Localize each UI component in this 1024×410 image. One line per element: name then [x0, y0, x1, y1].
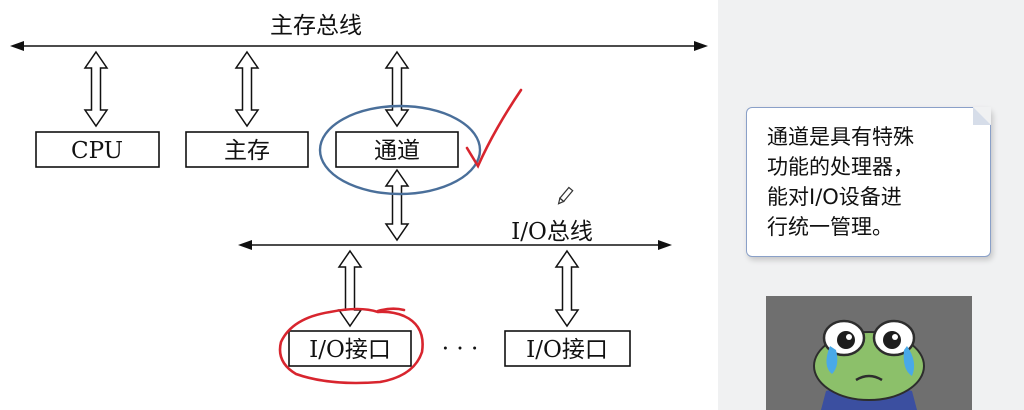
main-memory-label: 主存 [224, 138, 270, 164]
io-bus-left-arrowhead [238, 240, 252, 250]
io-bus-right-arrowhead [658, 240, 672, 250]
crying-frog-sticker [766, 296, 972, 410]
io-interface-label-2: I/O接口 [526, 337, 608, 363]
main-memory-box [185, 131, 309, 168]
cpu-label: CPU [71, 138, 123, 164]
io-interface-box-2 [504, 330, 631, 367]
io-bus-label: I/O总线 [511, 219, 593, 245]
note-corner-fold [973, 107, 991, 125]
io-circle-tail [376, 307, 406, 313]
io-interface-box [288, 330, 412, 367]
main-bus [10, 41, 708, 51]
cpu-bus-arrow [83, 50, 109, 128]
cpu-box [35, 131, 160, 168]
diagram-canvas: 主存总线 I/O总线 CPU 主存 通道 I/O接口 I/O接口 · · · [0, 0, 718, 410]
crying-frog-icon [766, 296, 972, 410]
channel-label: 通道 [374, 138, 420, 164]
main-bus-label: 主存总线 [270, 13, 362, 39]
note-text: 通道是具有特殊 功能的处理器， 能对I/O设备进 行统一管理。 [767, 125, 914, 239]
check-mark [465, 88, 523, 169]
io-interface-highlight-circle [278, 307, 424, 385]
main-bus-right-arrowhead [694, 41, 708, 51]
main-bus-left-arrowhead [10, 41, 24, 51]
pencil-icon [557, 186, 574, 205]
bus-diagram: 主存总线 I/O总线 CPU 主存 通道 I/O接口 I/O接口 · · · [10, 13, 708, 385]
channel-box [335, 131, 459, 168]
memory-bus-arrow [234, 50, 260, 128]
note-callout: 通道是具有特殊 功能的处理器， 能对I/O设备进 行统一管理。 [746, 107, 991, 257]
channel-highlight-circle [318, 104, 482, 196]
iobus-interface-arrow-2 [554, 249, 580, 328]
channel-iobus-arrow [384, 168, 410, 242]
iobus-interface-arrow [337, 249, 363, 328]
io-interface-label: I/O接口 [309, 337, 391, 363]
io-bus [238, 240, 672, 250]
ellipsis: · · · [442, 336, 479, 362]
channel-bus-arrow [384, 50, 410, 128]
